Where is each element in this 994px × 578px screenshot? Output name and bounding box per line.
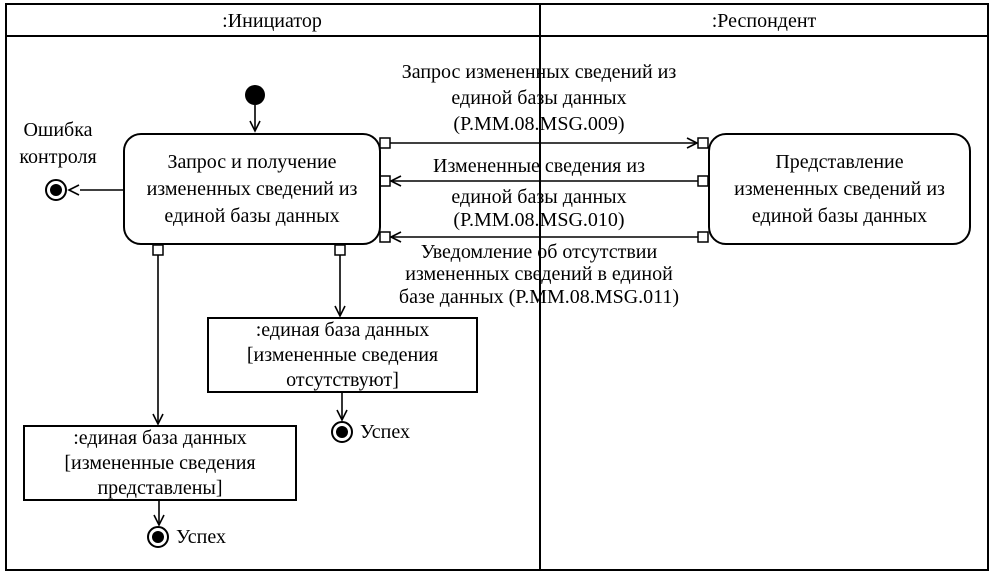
object-db-absent-line-1: :единая база данных <box>255 318 430 341</box>
action-request-line-2: измененных сведений из <box>146 177 358 200</box>
message-3-line-1: Уведомление об отсутствии <box>420 241 658 263</box>
action-provide-line-3: единой базы данных <box>751 204 928 227</box>
error-label-line-2: контроля <box>19 146 97 168</box>
object-db-present-box: :единая база данных [измененные сведения… <box>23 425 297 501</box>
message-2-line-2: единой базы данных <box>451 186 627 208</box>
lane-header-initiator: :Инициатор <box>222 10 322 32</box>
object-db-absent-box: :единая база данных [измененные сведения… <box>207 317 478 393</box>
action-provide-box: Представление измененных сведений из еди… <box>708 133 971 245</box>
action-provide-line-2: измененных сведений из <box>734 177 945 200</box>
message-2-line-3: (P.MM.08.MSG.010) <box>453 209 625 231</box>
message-1-line-2: единой базы данных <box>451 87 627 109</box>
error-label: Ошибка контроля <box>8 117 108 171</box>
action-request-line-3: единой базы данных <box>164 204 340 227</box>
object-db-absent-line-2: [измененные сведения <box>246 343 439 366</box>
diagram-border <box>5 3 989 571</box>
object-db-present-line-3: представлены] <box>97 476 223 499</box>
message-1-line-1: Запрос измененных сведений из <box>401 61 677 83</box>
action-request-line-1: Запрос и получение <box>167 150 337 173</box>
message-2-line-1: Измененные сведения из <box>433 155 645 177</box>
action-request-box: Запрос и получение измененных сведений и… <box>123 133 381 245</box>
success-absent-label: Успех <box>360 421 410 443</box>
message-3-line-2: измененных сведений в единой <box>405 263 673 285</box>
message-1-line-3: (P.MM.08.MSG.009) <box>453 113 625 135</box>
success-present-label: Успех <box>176 526 226 548</box>
object-db-present-line-2: [измененные сведения <box>64 451 256 474</box>
lane-header-separator <box>5 35 989 37</box>
error-label-line-1: Ошибка <box>23 119 93 141</box>
message-3-line-3: базе данных (P.MM.08.MSG.011) <box>398 286 680 308</box>
object-db-absent-line-3: отсутствуют] <box>286 368 399 391</box>
action-provide-line-1: Представление <box>775 150 904 173</box>
object-db-present-line-1: :единая база данных <box>73 426 247 449</box>
lane-divider <box>539 3 541 571</box>
lane-header-respondent: :Респондент <box>711 10 817 32</box>
